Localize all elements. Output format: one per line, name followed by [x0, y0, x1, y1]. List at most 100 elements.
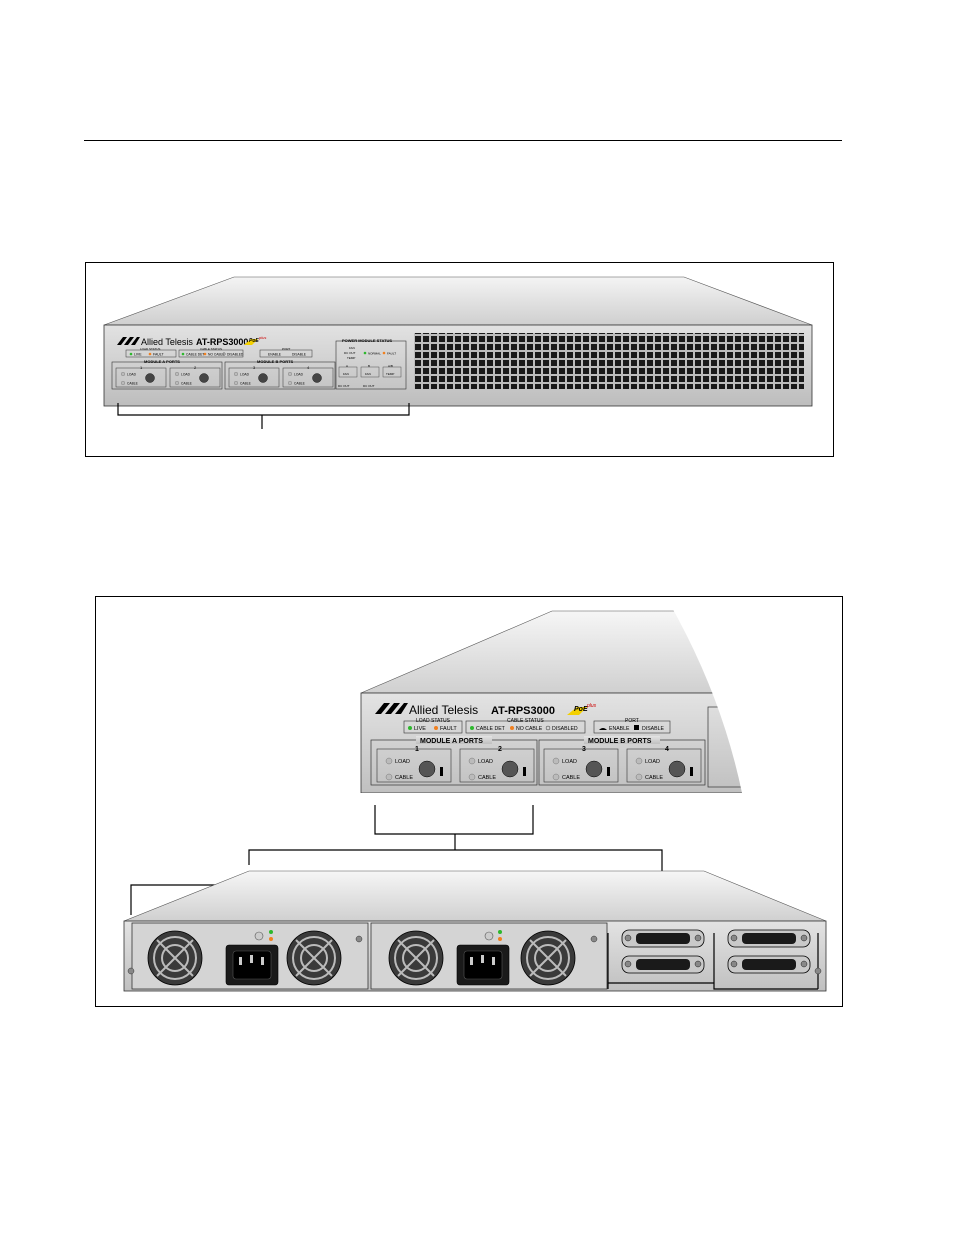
svg-text:CABLE: CABLE [294, 382, 306, 386]
svg-text:ENABLE: ENABLE [268, 353, 282, 357]
svg-text:FAN: FAN [349, 346, 355, 350]
status-led-icon [498, 930, 502, 934]
dc-connector-icon[interactable] [621, 929, 705, 948]
svg-text:DISABLED: DISABLED [227, 353, 244, 357]
port-1-button[interactable] [145, 373, 155, 383]
svg-text:CABLE: CABLE [127, 382, 139, 386]
power-socket-icon [225, 944, 279, 986]
svg-text:DISABLE: DISABLE [642, 726, 664, 732]
svg-text:B: B [368, 364, 370, 368]
svg-text:FAN: FAN [365, 372, 371, 376]
svg-text:CABLE: CABLE [181, 382, 193, 386]
svg-text:TEMP: TEMP [347, 356, 355, 360]
svg-text:DISABLE: DISABLE [292, 353, 307, 357]
port-1: 1 LOAD CABLE [376, 746, 452, 783]
fan-icon [520, 930, 576, 986]
port-3-button[interactable] [585, 760, 603, 778]
svg-text:FAN: FAN [343, 372, 349, 376]
rear-panel-illustration: Allied Telesis AT-RPS3000 PoE plus LOAD … [123, 610, 827, 992]
zoomed-front-panel: Allied Telesis AT-RPS3000 PoE plus LOAD … [360, 610, 742, 793]
svg-text:DC OUT: DC OUT [363, 384, 375, 388]
load-status-legend: LOAD STATUS LIVE FAULT [125, 347, 177, 358]
port-disable-icon [634, 725, 639, 730]
port-3: 3 LOAD CABLE [543, 746, 619, 783]
port-4-button[interactable] [668, 760, 686, 778]
figure-front-and-rear: Allied Telesis AT-RPS3000 PoE plus LOAD … [95, 596, 843, 1007]
fan-icon [388, 930, 444, 986]
chassis-top [103, 276, 813, 326]
svg-text:MODULE B PORTS: MODULE B PORTS [257, 359, 294, 364]
svg-text:NORMAL: NORMAL [368, 352, 381, 356]
svg-text:LOAD: LOAD [562, 759, 577, 765]
port-2-button[interactable] [501, 760, 519, 778]
svg-text:LOAD: LOAD [294, 373, 304, 377]
svg-text:POWER MODULE STATUS: POWER MODULE STATUS [342, 338, 392, 343]
allied-telesis-logo-icon [375, 703, 408, 714]
power-supply-b [370, 922, 608, 990]
svg-text:NO CABLE: NO CABLE [516, 726, 543, 732]
model-text: AT-RPS3000 [491, 705, 555, 717]
svg-text:MODULE A PORTS: MODULE A PORTS [144, 359, 180, 364]
svg-text:1: 1 [140, 365, 143, 370]
svg-text:ENABLE: ENABLE [609, 726, 630, 732]
dc-connector-icon[interactable] [621, 955, 705, 974]
poe-text: PoE [249, 338, 259, 344]
screw-icon [484, 931, 494, 941]
svg-text:2: 2 [194, 365, 197, 370]
svg-text:CABLE: CABLE [240, 382, 252, 386]
svg-text:MODULE B PORTS: MODULE B PORTS [588, 738, 652, 745]
rear-chassis-top [123, 870, 827, 922]
svg-text:LOAD: LOAD [478, 759, 493, 765]
port-3-button[interactable] [258, 373, 268, 383]
module-a-ports: MODULE A PORTS 1 LOAD CABLE 2 LOAD [370, 736, 538, 786]
svg-text:PORT: PORT [625, 718, 639, 724]
port-3: 3 LOAD CABLE [228, 365, 280, 388]
svg-text:LOAD: LOAD [127, 373, 137, 377]
svg-text:FAULT: FAULT [153, 353, 164, 357]
port-4-button[interactable] [312, 373, 322, 383]
svg-text:4: 4 [665, 746, 669, 753]
dc-connector-icon[interactable] [727, 955, 811, 974]
svg-text:LIVE: LIVE [414, 726, 426, 732]
svg-text:CABLE: CABLE [395, 775, 413, 781]
module-b-ports: MODULE B PORTS 3 LOAD CABLE 4 LOAD [538, 736, 706, 786]
poe-swoosh-icon [244, 339, 258, 345]
port-legend: PORT ENABLE DISABLE [593, 718, 671, 734]
port-2-button[interactable] [199, 373, 209, 383]
screw-icon [254, 931, 264, 941]
port-1: 1 LOAD CABLE [115, 365, 167, 388]
status-led-icon [269, 930, 273, 934]
svg-text:3: 3 [582, 746, 586, 753]
svg-text:CABLE: CABLE [478, 775, 496, 781]
svg-text:LIVE: LIVE [134, 353, 142, 357]
poe-plus-text: plus [258, 335, 266, 340]
screw-icon [127, 967, 135, 975]
vent-grille [414, 333, 804, 389]
svg-text:FAULT: FAULT [387, 352, 396, 356]
header-rule [84, 140, 842, 141]
poe-swoosh-icon [567, 707, 587, 715]
port-enable-icon [599, 728, 607, 730]
svg-text:A/B: A/B [388, 364, 393, 368]
screw-icon [355, 935, 363, 943]
port-legend: PORT ENABLE DISABLE [259, 347, 313, 358]
status-led-icon [269, 937, 273, 941]
port-2: 2 LOAD CABLE [169, 365, 221, 388]
poe-text: PoE [574, 706, 588, 713]
svg-text:LOAD: LOAD [395, 759, 410, 765]
dc-connector-icon[interactable] [727, 929, 811, 948]
power-module-status: POWER MODULE STATUS FAN DC OUT TEMP NORM… [335, 338, 407, 390]
svg-text:LOAD STATUS: LOAD STATUS [140, 347, 160, 351]
port-1-button[interactable] [418, 760, 436, 778]
port-indicator-icon [440, 767, 443, 776]
svg-text:PORT: PORT [282, 347, 290, 351]
fan-icon [147, 930, 203, 986]
front-panel-illustration: Allied Telesis AT-RPS3000 PoE plus LOAD … [103, 276, 813, 429]
svg-text:LOAD: LOAD [645, 759, 660, 765]
svg-text:3: 3 [253, 365, 256, 370]
svg-text:1: 1 [415, 746, 419, 753]
svg-text:4: 4 [307, 365, 310, 370]
svg-text:LOAD STATUS: LOAD STATUS [416, 718, 451, 724]
svg-text:DC OUT: DC OUT [344, 351, 356, 355]
status-led-icon [498, 937, 502, 941]
